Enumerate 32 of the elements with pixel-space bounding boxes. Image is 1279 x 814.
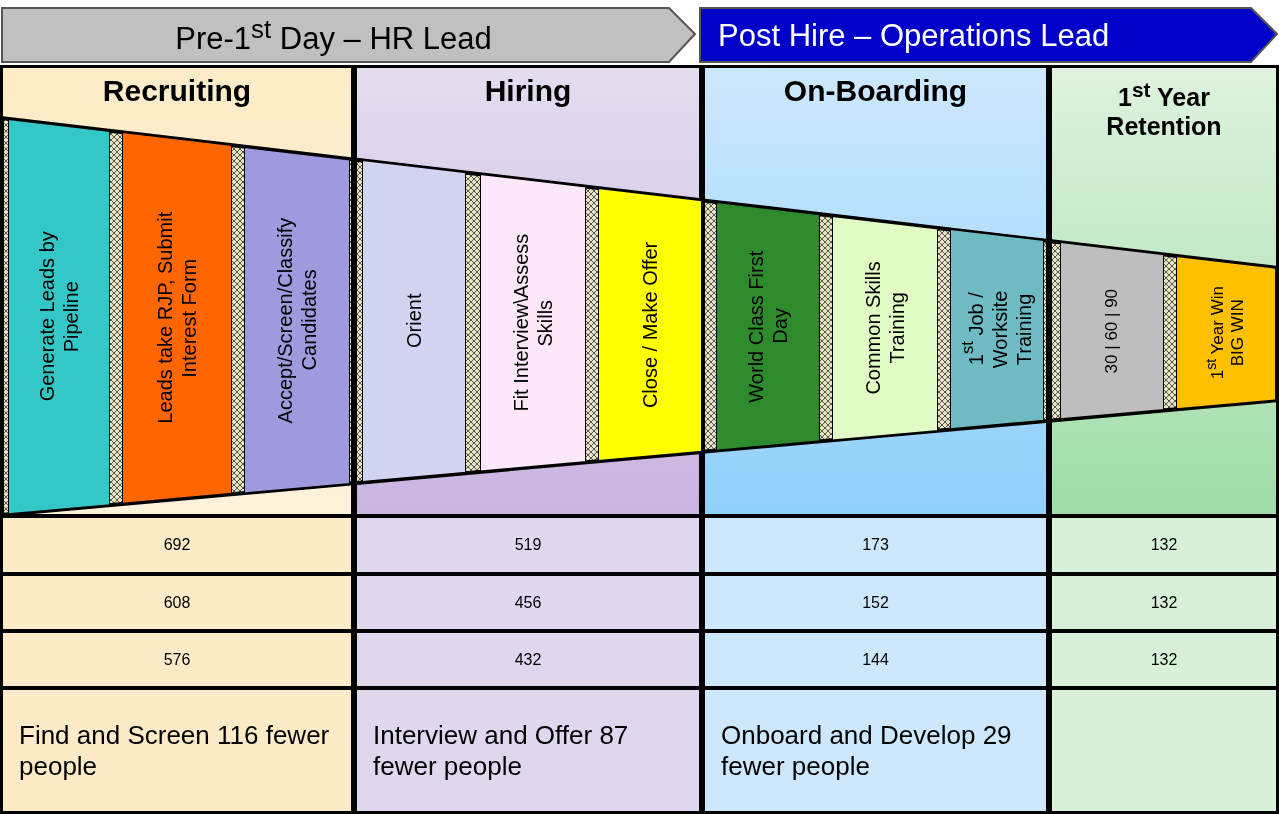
count-cell: 144 — [702, 630, 1049, 689]
funnel-step: Common Skills Training — [832, 215, 938, 441]
funnel-step: Fit Interview\Assess Skills — [480, 174, 586, 472]
funnel-step: Close / Make Offer — [598, 188, 702, 462]
stage-column — [702, 65, 1049, 517]
count-cell: 608 — [0, 573, 354, 632]
stage-column — [354, 65, 702, 517]
funnel-step: 30 | 60 | 90 — [1060, 242, 1164, 420]
funnel-step: Accept/Screen/Classify Candidates — [244, 146, 350, 494]
count-cell: 519 — [354, 515, 702, 575]
stage-heading: 1$^{st}$ Year Retention — [1105, 78, 1223, 141]
stage-column — [1049, 65, 1279, 517]
count-cell: 692 — [0, 515, 354, 575]
funnel-step: World Class First Day — [716, 201, 820, 451]
count-cell: 132 — [1049, 515, 1279, 575]
stage-column — [0, 65, 354, 517]
count-cell: 132 — [1049, 573, 1279, 632]
count-cell: 173 — [702, 515, 1049, 575]
count-cell: 132 — [1049, 630, 1279, 689]
summary-text: Find and Screen 116 fewer people — [0, 687, 354, 814]
stage-heading: Recruiting — [101, 74, 253, 109]
summary-text: Interview and Offer 87 fewer people — [354, 687, 702, 814]
stage-heading: Hiring — [483, 74, 573, 109]
count-cell: 152 — [702, 573, 1049, 632]
count-cell: 456 — [354, 573, 702, 632]
funnel-step: Generate Leads by Pipeline — [8, 118, 110, 515]
count-cell: 432 — [354, 630, 702, 689]
summary-text: Onboard and Develop 29 fewer people — [702, 687, 1049, 814]
funnel-step: Leads take RJP, Submit Interest Form — [122, 132, 232, 504]
funnel-step: Orient — [362, 160, 466, 483]
stage-heading: On-Boarding — [782, 74, 969, 109]
count-cell: 576 — [0, 630, 354, 689]
